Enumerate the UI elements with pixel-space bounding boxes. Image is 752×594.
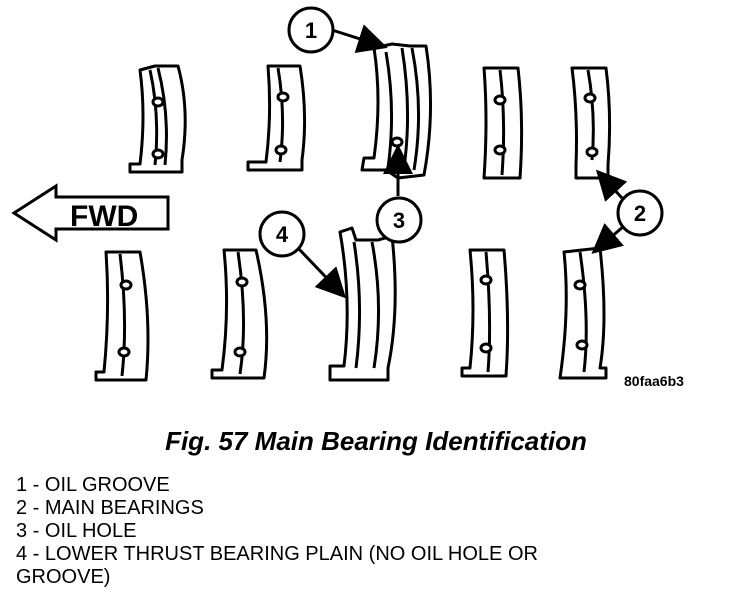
svg-text:1: 1 bbox=[305, 18, 317, 43]
forward-label: FWD bbox=[70, 200, 138, 233]
svg-text:4: 4 bbox=[276, 222, 289, 247]
bearing-upper-4 bbox=[482, 66, 524, 180]
svg-text:3: 3 bbox=[393, 208, 405, 233]
bearing-lower-1 bbox=[94, 250, 150, 382]
svg-text:2: 2 bbox=[634, 201, 646, 226]
callout-1: 1 bbox=[287, 6, 335, 54]
bearing-lower-2 bbox=[210, 248, 269, 380]
bearing-upper-1 bbox=[128, 64, 187, 174]
legend-item-oil-hole: 3 - OIL HOLE bbox=[16, 520, 137, 542]
bearing-lower-4 bbox=[460, 248, 510, 378]
bearing-upper-3-grooved bbox=[360, 42, 433, 180]
callout-3: 3 bbox=[375, 196, 423, 244]
legend-item-main-bearings: 2 - MAIN BEARINGS bbox=[16, 497, 204, 519]
bearing-diagram: FWD bbox=[11, 6, 684, 389]
bearing-upper-5 bbox=[570, 66, 612, 180]
callout-2: 2 bbox=[616, 189, 664, 237]
callout-4: 4 bbox=[258, 210, 306, 258]
legend-item-oil-groove: 1 - OIL GROOVE bbox=[16, 474, 170, 496]
bearing-lower-5 bbox=[558, 246, 608, 380]
figure-caption: Fig. 57 Main Bearing Identification bbox=[165, 426, 587, 456]
figure-code: 80faa6b3 bbox=[624, 373, 684, 389]
callout-leaders bbox=[296, 24, 628, 299]
legend-list: 1 - OIL GROOVE 2 - MAIN BEARINGS 3 - OIL… bbox=[16, 474, 636, 589]
forward-arrow: FWD bbox=[11, 183, 170, 243]
bearing-lower-3-thrust bbox=[328, 226, 397, 382]
bearing-upper-2 bbox=[246, 64, 307, 172]
legend-item-thrust-bearing: 4 - LOWER THRUST BEARING PLAIN (NO OIL H… bbox=[16, 543, 538, 588]
